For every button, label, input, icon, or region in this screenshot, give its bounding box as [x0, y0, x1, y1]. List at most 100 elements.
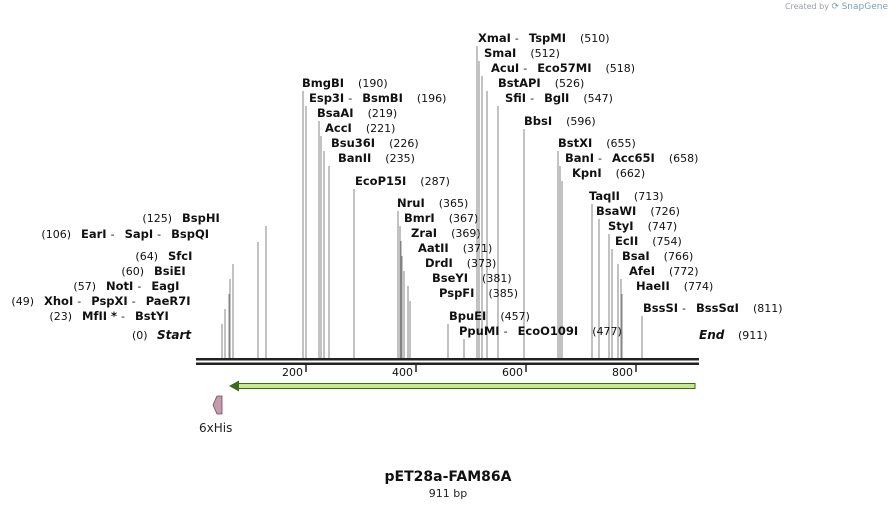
enzyme-name[interactable]: ZraI — [411, 226, 437, 240]
enzyme-name[interactable]: SfiI — [505, 91, 526, 105]
enzyme-name[interactable]: BssSαI — [696, 301, 739, 315]
restriction-site[interactable]: KpnI(662) — [572, 166, 645, 180]
enzyme-name[interactable]: BspHI — [182, 211, 220, 225]
restriction-site[interactable]: BspHI(125) — [142, 211, 219, 225]
enzyme-name[interactable]: SapI — [125, 227, 154, 241]
restriction-site[interactable]: BsiEI(60) — [121, 264, 185, 278]
restriction-site[interactable]: EarI-SapI-BspQI(106) — [41, 227, 209, 241]
enzyme-name[interactable]: BspQI — [171, 227, 209, 241]
restriction-site[interactable]: XhoI-PspXI-PaeR7I(49) — [11, 294, 190, 308]
enzyme-name[interactable]: AccI — [325, 121, 352, 135]
enzyme-name[interactable]: PpuMI — [459, 324, 500, 338]
restriction-site[interactable]: HaeII(774) — [636, 279, 713, 293]
restriction-site[interactable]: AatII(371) — [418, 241, 492, 255]
restriction-site[interactable]: AccI(221) — [325, 121, 395, 135]
restriction-site[interactable]: BseYI(381) — [432, 271, 512, 285]
enzyme-name[interactable]: BmgBI — [302, 76, 344, 90]
restriction-site[interactable]: ZraI(369) — [411, 226, 481, 240]
restriction-site[interactable]: BmrI(367) — [404, 211, 478, 225]
enzyme-name[interactable]: AatII — [418, 241, 449, 255]
restriction-site[interactable]: AcuI-Eco57MI(518) — [491, 61, 635, 75]
enzyme-name[interactable]: HaeII — [636, 279, 670, 293]
restriction-site[interactable]: EcoP15I(287) — [355, 174, 450, 188]
orf-arrow[interactable] — [229, 380, 696, 392]
restriction-site[interactable]: TaqII(713) — [589, 189, 664, 203]
enzyme-name[interactable]: Esp3I — [309, 91, 344, 105]
enzyme-name[interactable]: AfeI — [629, 264, 655, 278]
enzyme-name[interactable]: BsaAI — [317, 106, 354, 120]
enzyme-name[interactable]: BsiEI — [154, 264, 186, 278]
orf-bar[interactable] — [235, 383, 696, 389]
restriction-site[interactable]: StyI(747) — [608, 219, 677, 233]
restriction-site[interactable]: XmaI-TspMI(510) — [478, 31, 610, 45]
restriction-site[interactable]: BpuEI (457) — [449, 309, 530, 323]
enzyme-name[interactable]: TspMI — [529, 31, 566, 45]
enzyme-name[interactable]: SmaI — [484, 46, 516, 60]
enzyme-name[interactable]: NruI — [397, 196, 425, 210]
cut-position: (457) — [500, 310, 530, 323]
restriction-site[interactable]: SfiI-BglI(547) — [505, 91, 613, 105]
enzyme-name[interactable]: BmrI — [404, 211, 435, 225]
enzyme-name[interactable]: BsaI — [622, 249, 650, 263]
enzyme-name[interactable]: BpuEI — [449, 309, 486, 323]
restriction-site[interactable]: Bsu36I (226) — [331, 136, 419, 150]
restriction-site[interactable]: BsaWI(726) — [596, 204, 680, 218]
enzyme-name[interactable]: EagI — [151, 279, 179, 293]
enzyme-name[interactable]: BsaWI — [596, 204, 636, 218]
enzyme-name[interactable]: MfII * — [82, 309, 117, 323]
restriction-site[interactable]: BsaI(766) — [622, 249, 693, 263]
enzyme-name[interactable]: BsmBI — [362, 91, 403, 105]
feature-6xhis-arrow-icon[interactable] — [212, 395, 223, 415]
enzyme-name[interactable]: BanII — [338, 151, 371, 165]
enzyme-name[interactable]: SfcI — [168, 249, 192, 263]
enzyme-name[interactable]: EarI — [81, 227, 107, 241]
enzyme-name[interactable]: EcoO109I — [518, 324, 579, 338]
restriction-site[interactable]: PspFI(385) — [439, 286, 518, 300]
enzyme-name[interactable]: BstAPI — [498, 76, 541, 90]
enzyme-name[interactable]: NotI — [106, 279, 133, 293]
enzyme-name[interactable]: BanI — [565, 151, 594, 165]
enzyme-name[interactable]: XhoI — [44, 294, 73, 308]
enzyme-name[interactable]: Eco57MI — [537, 61, 591, 75]
enzyme-name[interactable]: PspXI — [91, 294, 127, 308]
enzyme-name[interactable]: PspFI — [439, 286, 474, 300]
enzyme-name[interactable]: BbsI — [524, 114, 552, 128]
restriction-site[interactable]: SfcI(64) — [135, 249, 192, 263]
enzyme-name[interactable]: BglI — [544, 91, 569, 105]
enzyme-name[interactable]: Bsu36I — [331, 136, 375, 150]
restriction-site[interactable]: MfII *-BstYI(23) — [49, 309, 168, 323]
enzyme-name[interactable]: EcII — [615, 234, 638, 248]
feature-6xhis[interactable]: 6xHis — [199, 395, 232, 435]
restriction-site[interactable]: BmgBI (190) — [302, 76, 388, 90]
restriction-site[interactable]: BsaAI(219) — [317, 106, 397, 120]
restriction-site[interactable]: BssSI-BssSαI(811) — [643, 301, 783, 315]
enzyme-name[interactable]: BseYI — [432, 271, 468, 285]
enzyme-name[interactable]: EcoP15I — [355, 174, 406, 188]
enzyme-name[interactable]: DrdI — [425, 256, 453, 270]
enzyme-name[interactable]: BssSI — [643, 301, 678, 315]
restriction-site[interactable]: BstAPI(526) — [498, 76, 584, 90]
restriction-site[interactable]: AfeI(772) — [629, 264, 699, 278]
cut-position: (226) — [389, 137, 419, 150]
restriction-site[interactable]: BbsI(596) — [524, 114, 596, 128]
cut-position: (190) — [358, 77, 388, 90]
enzyme-name[interactable]: TaqII — [589, 189, 620, 203]
restriction-site[interactable]: NotI-EagI(57) — [73, 279, 179, 293]
enzyme-name[interactable]: AcuI — [491, 61, 519, 75]
restriction-site[interactable]: EcII(754) — [615, 234, 682, 248]
enzyme-name[interactable]: BstYI — [135, 309, 169, 323]
enzyme-name[interactable]: StyI — [608, 219, 634, 233]
restriction-site[interactable]: Esp3I-BsmBI(196) — [309, 91, 446, 105]
enzyme-name[interactable]: KpnI — [572, 166, 602, 180]
restriction-site[interactable]: PpuMI-EcoO109I(477) — [459, 324, 622, 338]
restriction-site[interactable]: BanII(235) — [338, 151, 415, 165]
restriction-site[interactable]: BstXI(655) — [558, 136, 636, 150]
enzyme-name[interactable]: Acc65I — [612, 151, 655, 165]
restriction-site[interactable]: DrdI(373) — [425, 256, 496, 270]
enzyme-name[interactable]: BstXI — [558, 136, 592, 150]
restriction-site[interactable]: NruI(365) — [397, 196, 468, 210]
enzyme-name[interactable]: PaeR7I — [146, 294, 191, 308]
restriction-site[interactable]: SmaI(512) — [484, 46, 560, 60]
restriction-site[interactable]: BanI-Acc65I(658) — [565, 151, 698, 165]
enzyme-name[interactable]: XmaI — [478, 31, 511, 45]
